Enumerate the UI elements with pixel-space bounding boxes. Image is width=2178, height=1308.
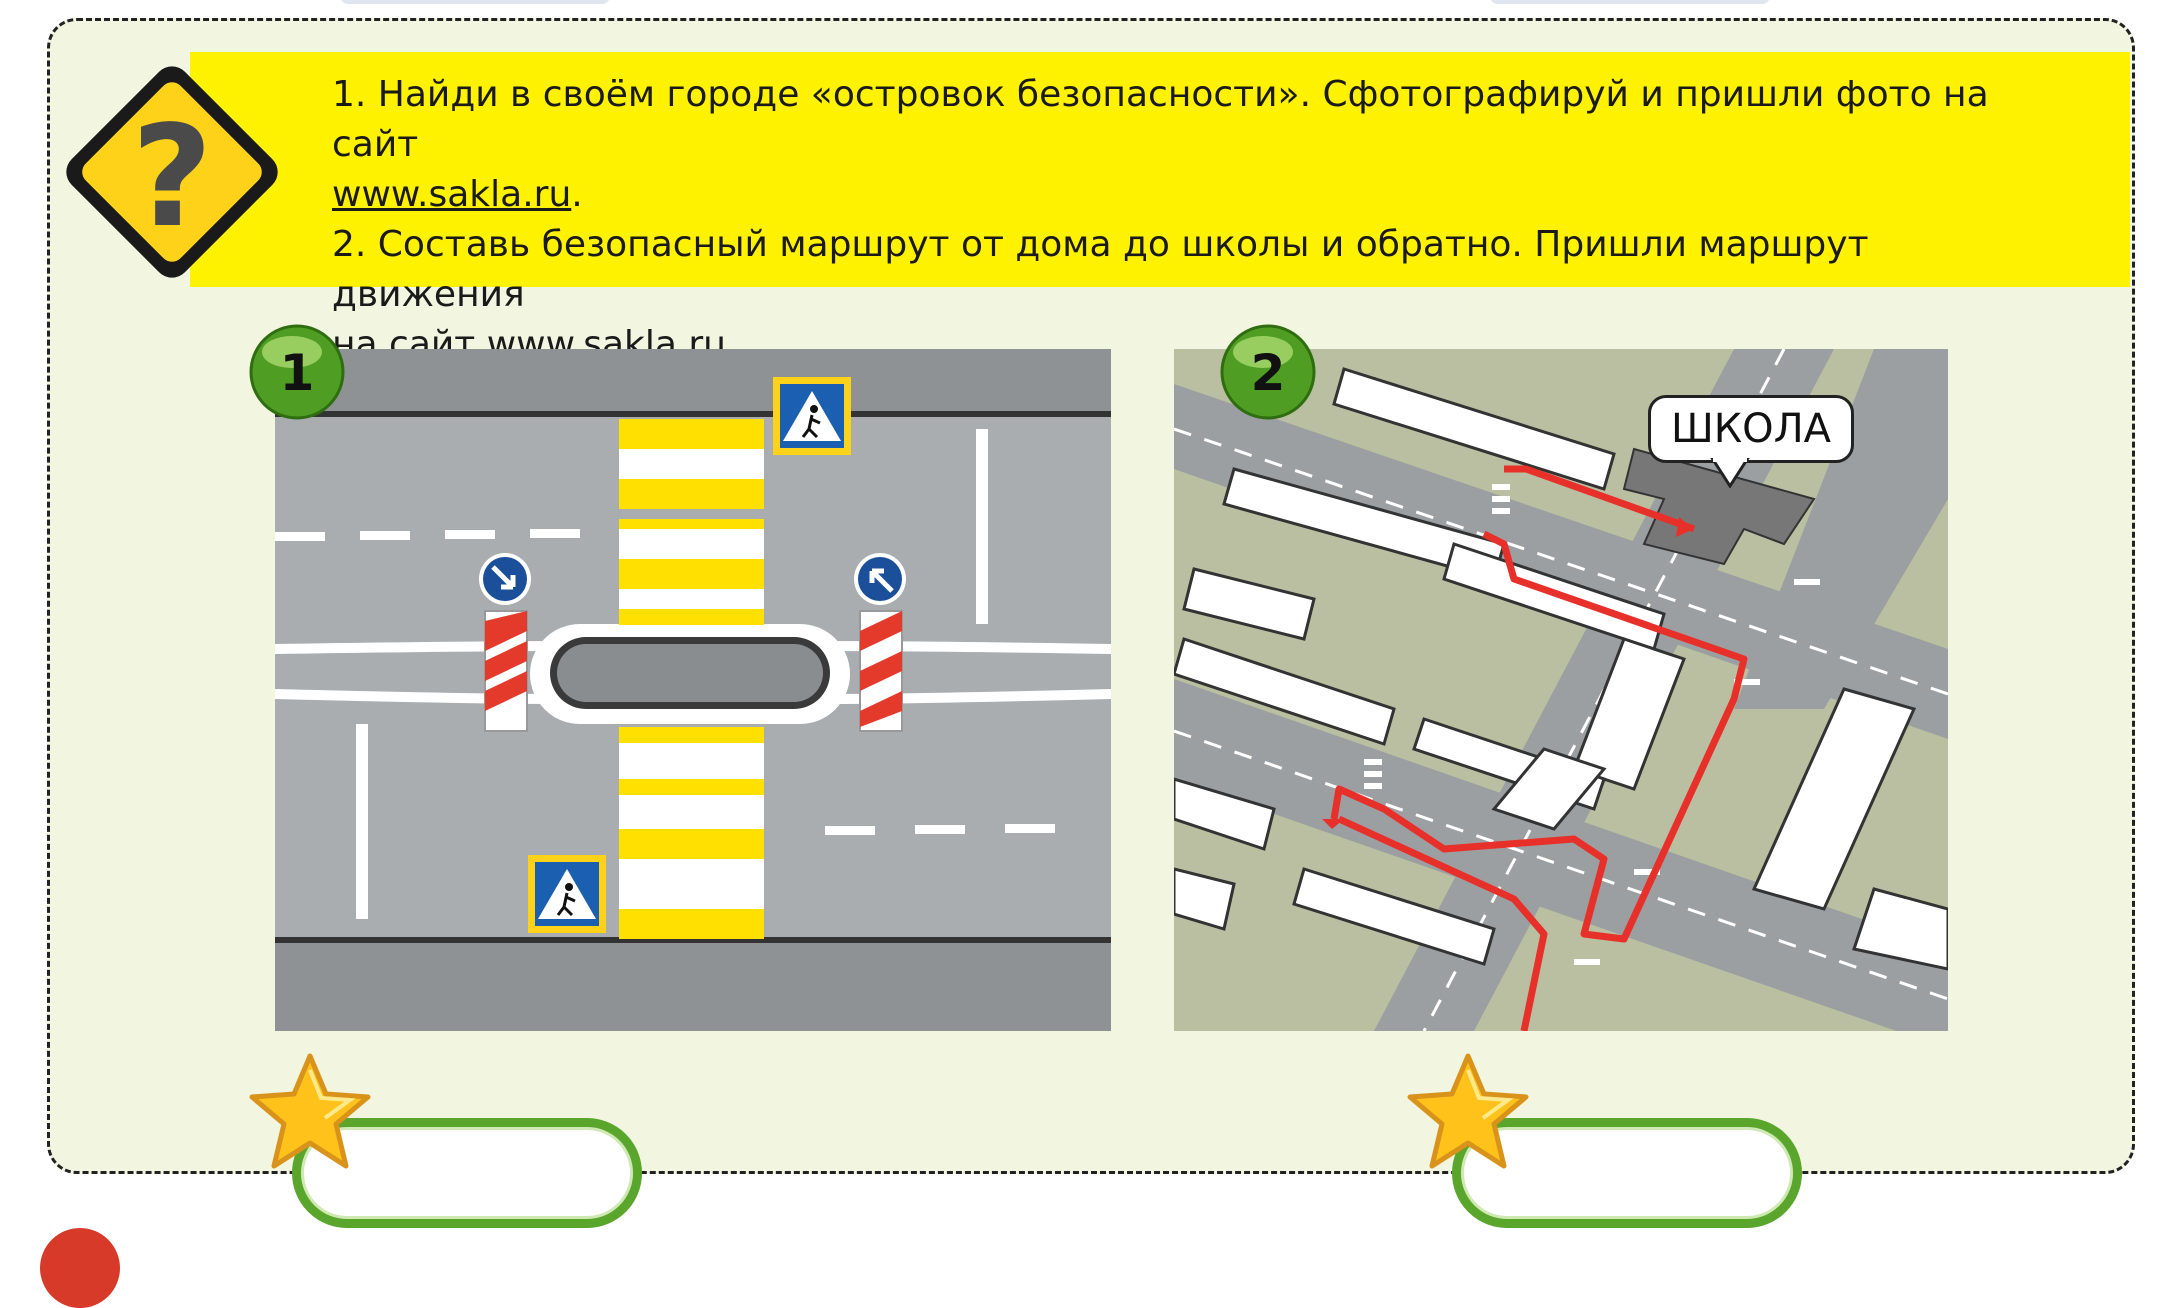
answer-field-2[interactable] [1452, 1118, 1802, 1228]
star-icon [1407, 1053, 1529, 1169]
task-line-2: 2. Составь безопасный маршрут от дома до… [332, 224, 1869, 315]
answer-field-1[interactable] [292, 1118, 642, 1228]
task-instructions: 1. Найди в своём городе «островок безопа… [332, 70, 2052, 370]
safety-island-illustration [275, 349, 1111, 1031]
badge-2-number: 2 [1251, 344, 1286, 402]
task-line-1: 1. Найди в своём городе «островок безопа… [332, 74, 1989, 165]
school-label-pointer [1710, 458, 1750, 488]
keep-left-sign-icon [854, 553, 906, 605]
badge-1: 1 [247, 322, 347, 422]
top-tab-left [340, 0, 610, 4]
task-line-2-end: . [725, 324, 738, 365]
pedestrian-crossing-sign-icon [528, 855, 606, 933]
question-sign-icon: ? [66, 66, 278, 278]
school-label: ШКОЛА [1648, 395, 1854, 463]
top-tab-right [1490, 0, 1770, 4]
pedestrian-crossing-sign-icon [773, 377, 851, 455]
task-line-1-end: . [571, 174, 583, 215]
svg-text:?: ? [131, 96, 212, 259]
badge-2: 2 [1218, 322, 1318, 422]
star-icon [249, 1053, 371, 1169]
route-map-illustration [1174, 349, 1948, 1031]
corner-red-circle [40, 1228, 120, 1308]
site-link-1[interactable]: www.sakla.ru [332, 174, 572, 215]
badge-1-number: 1 [280, 344, 315, 402]
task-banner [190, 52, 2130, 287]
keep-right-sign-icon [479, 553, 531, 605]
